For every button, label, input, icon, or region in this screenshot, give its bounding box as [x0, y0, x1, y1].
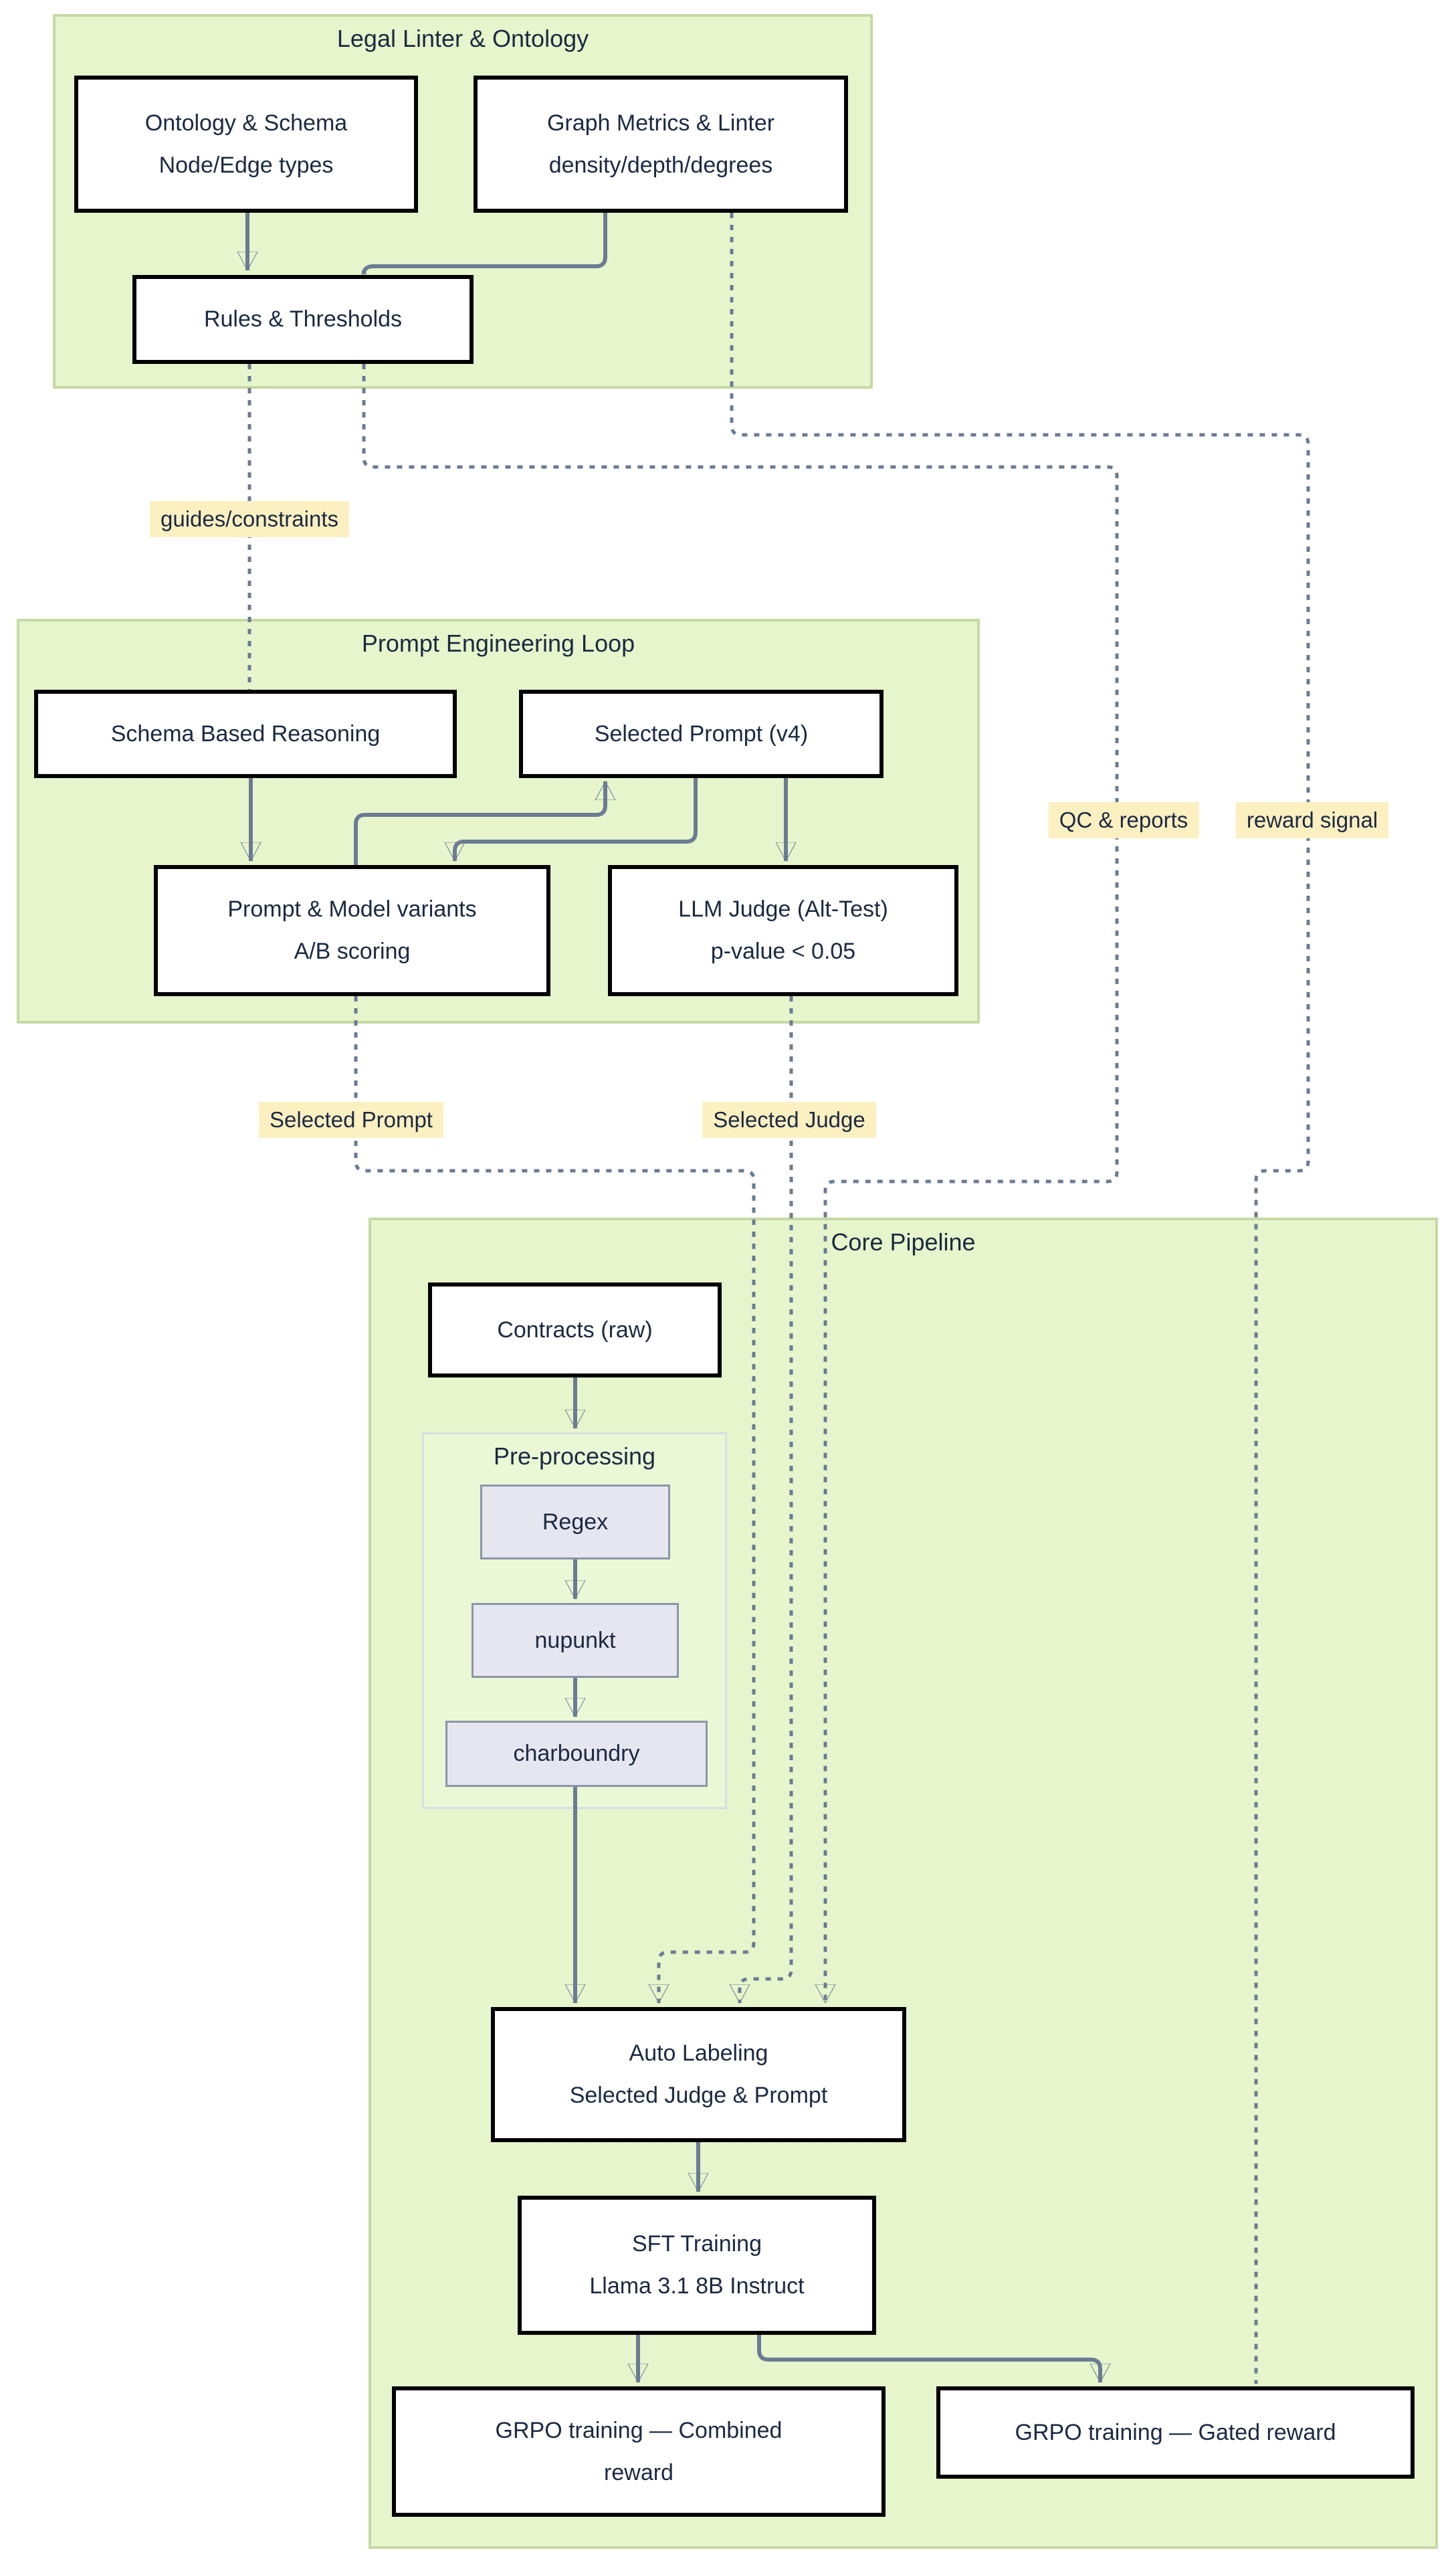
edge-label-selected-prompt: Selected Prompt	[259, 1102, 443, 1138]
group-prompt-loop-title: Prompt Engineering Loop	[361, 630, 635, 657]
edge-variants-to-selected-prompt	[354, 781, 605, 865]
node-regex: Regex	[480, 1485, 670, 1559]
node-ontology-schema: Ontology & Schema Node/Edge types	[74, 76, 418, 213]
edge-label-qc-reports: QC & reports	[1048, 802, 1199, 838]
node-auto-labeling: Auto Labeling Selected Judge & Prompt	[491, 2007, 906, 2142]
node-graph-metrics: Graph Metrics & Linter density/depth/deg…	[474, 76, 848, 213]
group-preprocessing-title: Pre-processing	[493, 1442, 656, 1470]
node-llm-judge: LLM Judge (Alt-Test) p-value < 0.05	[608, 865, 958, 996]
edge-label-selected-judge: Selected Judge	[702, 1102, 876, 1138]
node-charboundry: charboundry	[445, 1721, 708, 1787]
node-selected-prompt-v4: Selected Prompt (v4)	[519, 690, 883, 778]
edge-sft-to-grpo-gated	[757, 2335, 1100, 2382]
edge-selected-prompt-to-autolabel	[354, 996, 756, 2003]
node-sft-training: SFT Training Llama 3.1 8B Instruct	[518, 2196, 876, 2335]
edge-label-guides-constraints: guides/constraints	[150, 501, 349, 537]
node-rules-thresholds: Rules & Thresholds	[132, 275, 474, 364]
edge-selected-prompt-to-variants	[455, 778, 698, 861]
node-contracts-raw: Contracts (raw)	[428, 1282, 722, 1377]
node-nupunkt: nupunkt	[472, 1603, 679, 1678]
edge-selected-judge-to-autolabel	[740, 996, 793, 2003]
edge-metrics-to-rules	[364, 213, 607, 274]
node-schema-reasoning: Schema Based Reasoning	[34, 690, 457, 778]
edge-label-reward-signal: reward signal	[1235, 802, 1389, 838]
node-grpo-gated: GRPO training — Gated reward	[936, 2386, 1415, 2479]
group-legal-linter-title: Legal Linter & Ontology	[336, 25, 589, 52]
group-core-pipeline-title: Core Pipeline	[831, 1228, 976, 1256]
node-grpo-combined: GRPO training — Combined reward	[392, 2386, 886, 2517]
node-prompt-model-variants: Prompt & Model variants A/B scoring	[154, 865, 550, 996]
